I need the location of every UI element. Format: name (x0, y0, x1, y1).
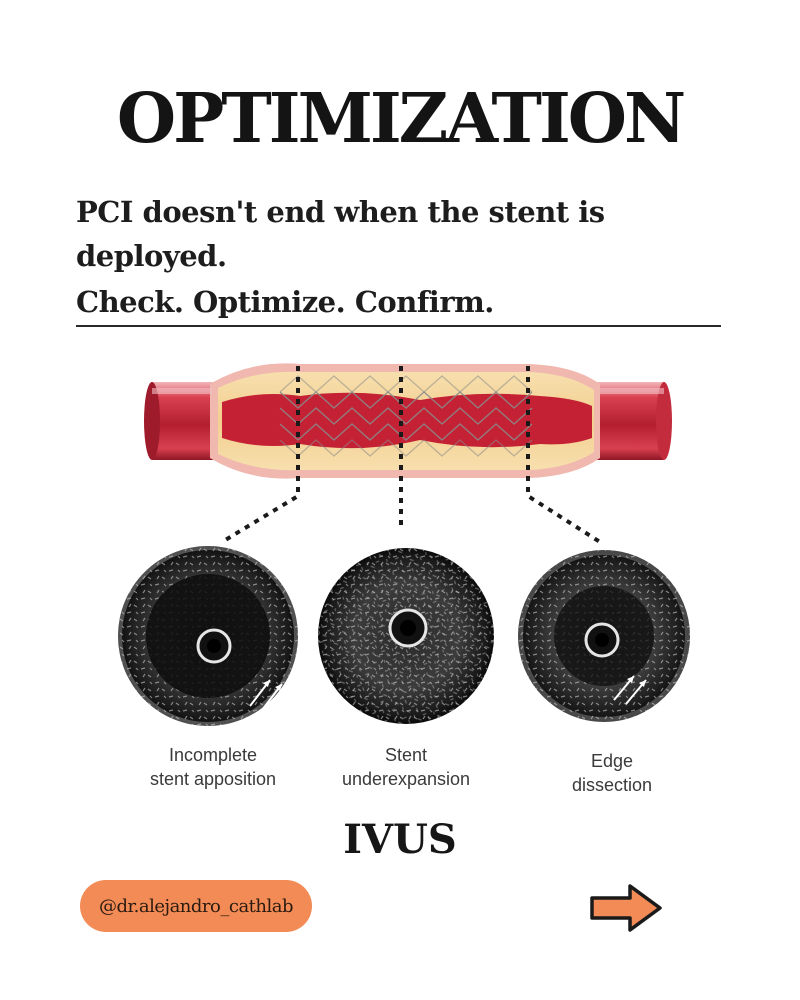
author-handle-badge[interactable]: @dr.alejandro_cathlab (80, 880, 312, 932)
divider (76, 325, 721, 327)
caption-underexpansion: Stent underexpansion (296, 743, 516, 791)
figure-label: IVUS (343, 816, 457, 863)
vessel (144, 363, 672, 479)
caption-incomplete-apposition: Incomplete stent apposition (103, 743, 323, 791)
page-title: OPTIMIZATION (116, 79, 686, 159)
author-handle: @dr.alejandro_cathlab (98, 895, 294, 917)
guide-lines (220, 366, 602, 544)
caption-line: Incomplete (168, 745, 258, 765)
caption-line: Stent (384, 745, 428, 765)
caption-line: Edge (590, 751, 634, 771)
ivus-image-edge-dissection (518, 550, 690, 722)
caption-line: underexpansion (341, 769, 471, 789)
subtitle-line-1: PCI doesn't end when the stent is deploy… (76, 195, 605, 273)
stent (279, 375, 533, 457)
caption-line: stent apposition (149, 769, 277, 789)
ivus-diagram (118, 363, 690, 726)
ivus-image-incomplete-apposition (118, 546, 298, 726)
caption-edge-dissection: Edge dissection (502, 749, 722, 797)
subtitle-line-2: Check. Optimize. Confirm. (76, 285, 494, 319)
ivus-image-underexpansion (318, 548, 494, 724)
caption-line: dissection (571, 775, 653, 795)
arrow-right-icon[interactable] (588, 880, 668, 936)
